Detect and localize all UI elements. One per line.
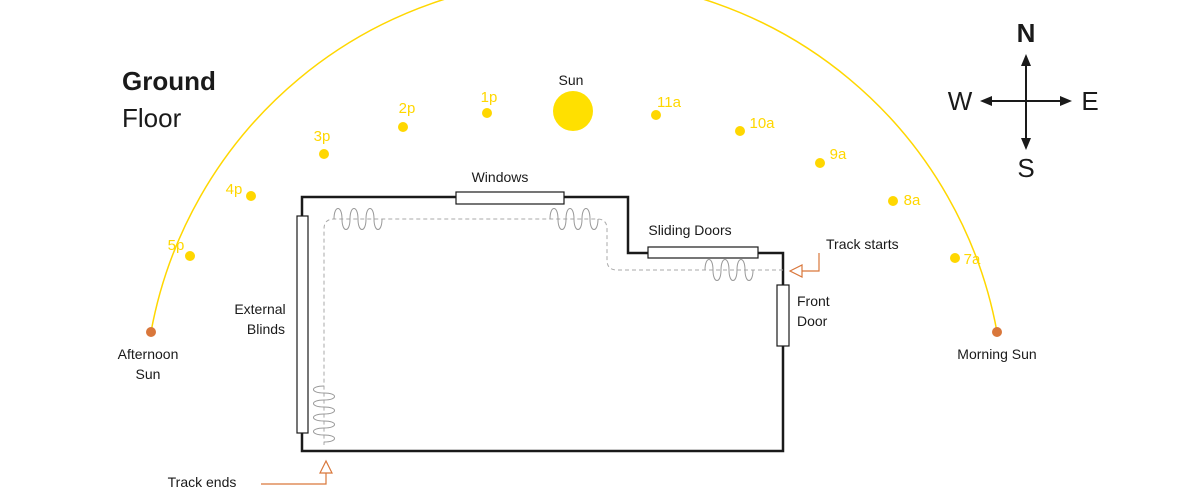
compass-south-label: S bbox=[1017, 153, 1034, 183]
hour-label-9a: 9a bbox=[830, 146, 847, 163]
afternoon-sun-marker bbox=[146, 327, 156, 337]
track-starts-pointer bbox=[797, 253, 820, 272]
hour-marker-9a bbox=[815, 158, 825, 168]
hour-label-2p: 2p bbox=[399, 100, 416, 117]
compass-east-label: E bbox=[1081, 86, 1098, 116]
floor-plan-walls bbox=[300, 195, 785, 453]
hour-marker-4p bbox=[246, 191, 256, 201]
hour-label-11a: 11a bbox=[657, 94, 682, 111]
hour-label-3p: 3p bbox=[314, 128, 331, 145]
hour-marker-1p bbox=[482, 108, 492, 118]
blind-coil-top-left bbox=[333, 208, 383, 230]
title-floor: Floor bbox=[122, 103, 182, 133]
external-blinds-element bbox=[296, 215, 309, 434]
morning-sun-label: Morning Sun bbox=[957, 346, 1036, 362]
front-door-element bbox=[776, 284, 790, 347]
hour-marker-10a bbox=[735, 126, 745, 136]
front-door-label-line1: Front bbox=[797, 293, 830, 309]
windows-element bbox=[455, 191, 565, 205]
blind-coil-top-right bbox=[549, 208, 599, 230]
hour-marker-5p bbox=[185, 251, 195, 261]
compass-north-label: N bbox=[1017, 18, 1036, 48]
blind-track bbox=[323, 218, 783, 445]
afternoon-sun-label-line1: Afternoon bbox=[118, 346, 179, 362]
external-blinds-label-line2: Blinds bbox=[247, 321, 285, 337]
compass-west-label: W bbox=[948, 86, 973, 116]
hour-marker-8a bbox=[888, 196, 898, 206]
sliding-doors-element bbox=[647, 246, 759, 259]
track-ends-pointer bbox=[261, 472, 327, 485]
hour-label-5p: 5p bbox=[168, 237, 185, 254]
sun-label: Sun bbox=[559, 72, 584, 88]
sliding-doors-label: Sliding Doors bbox=[648, 222, 731, 238]
external-blinds-label-line1: External bbox=[234, 301, 285, 317]
title-ground: Ground bbox=[122, 66, 216, 96]
hour-label-1p: 1p bbox=[481, 89, 498, 106]
hour-label-4p: 4p bbox=[226, 181, 243, 198]
hour-label-7a: 7a bbox=[964, 251, 981, 268]
morning-sun-marker bbox=[992, 327, 1002, 337]
track-starts-arrow-icon bbox=[788, 264, 803, 278]
blind-coil-left bbox=[313, 385, 335, 443]
sun-icon bbox=[553, 91, 593, 131]
track-ends-label: Track ends bbox=[168, 474, 237, 490]
windows-label: Windows bbox=[472, 169, 529, 185]
front-door-label-line2: Door bbox=[797, 313, 828, 329]
afternoon-sun-label-line2: Sun bbox=[136, 366, 161, 382]
sun-path-arc bbox=[150, 0, 998, 333]
blind-coils bbox=[313, 208, 754, 443]
hour-label-8a: 8a bbox=[904, 192, 921, 209]
hour-marker-2p bbox=[398, 122, 408, 132]
track-ends-arrow-icon bbox=[319, 459, 333, 474]
blind-coil-sliding bbox=[704, 259, 754, 281]
hour-marker-11a bbox=[651, 110, 661, 120]
hour-markers: 5p 4p 3p 2p 1p 11a 10a 9a 8a 7a bbox=[168, 89, 981, 268]
hour-label-10a: 10a bbox=[749, 115, 775, 132]
hour-marker-7a bbox=[950, 253, 960, 263]
compass-icon bbox=[980, 54, 1072, 150]
track-starts-label: Track starts bbox=[826, 236, 899, 252]
hour-marker-3p bbox=[319, 149, 329, 159]
